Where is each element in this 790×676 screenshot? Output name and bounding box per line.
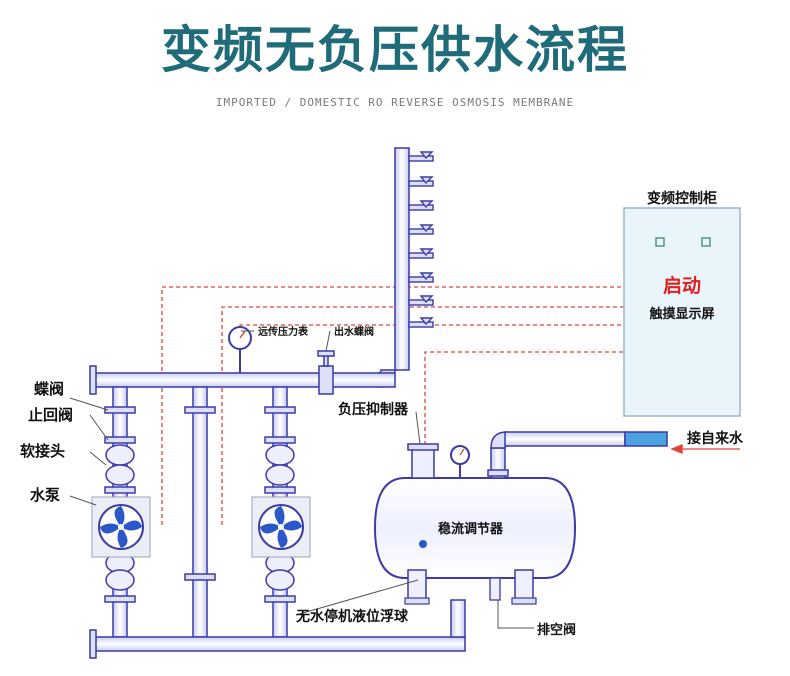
pump-2 <box>251 496 311 558</box>
page-title: 变频无负压供水流程 <box>161 21 629 79</box>
signal-line-pump-1 <box>161 286 625 525</box>
arrow-left-icon <box>670 444 740 454</box>
label-outlet-valve: 出水蝶阀 <box>334 325 374 338</box>
label-check-valve: 止回阀 <box>28 406 73 424</box>
tank-gauge-icon <box>450 445 470 478</box>
tap-5 <box>408 248 434 259</box>
pump-fan-icon <box>260 506 302 548</box>
cabinet-title: 变频控制柜 <box>647 190 717 207</box>
label-suppressor: 负压抑制器 <box>338 401 409 418</box>
pump-1 <box>91 496 151 558</box>
cabinet-screen-label: 触摸显示屏 <box>648 306 714 322</box>
tap-3 <box>408 200 434 211</box>
label-soft-joint: 软接头 <box>20 442 65 460</box>
bypass-pipe <box>184 386 216 638</box>
inlet-pipe <box>487 431 668 479</box>
tap-8 <box>408 317 434 328</box>
stabilizer-tank <box>373 477 577 605</box>
label-float: 无水停机液位浮球 <box>295 608 409 625</box>
signal-line-suppressor <box>424 351 625 445</box>
control-cabinet <box>623 207 741 417</box>
tap-4 <box>408 224 434 235</box>
label-pump: 水泵 <box>30 486 60 504</box>
tap-7 <box>408 295 434 306</box>
signal-line-gauge <box>239 324 625 340</box>
outlet-valve <box>317 350 335 395</box>
signal-line-pump-2 <box>221 306 625 525</box>
tap-6 <box>408 272 434 283</box>
riser-taps <box>408 151 434 328</box>
label-butterfly-valve: 蝶阀 <box>34 380 64 398</box>
suction-header <box>89 599 466 659</box>
tap-1 <box>408 151 434 162</box>
leader-lines <box>69 330 534 629</box>
page-subtitle: IMPORTED / DOMESTIC RO REVERSE OSMOSIS M… <box>215 96 575 109</box>
label-tank: 稳流调节器 <box>438 521 504 537</box>
cabinet-start-label: 启动 <box>663 274 701 297</box>
tap-2 <box>408 176 434 187</box>
pump-fan-icon <box>100 506 142 548</box>
label-remote-gauge: 远传压力表 <box>258 325 309 338</box>
label-drain: 排空阀 <box>537 622 576 638</box>
riser-pipe <box>89 147 410 395</box>
pressure-gauge-icon <box>228 326 252 373</box>
label-tap-water: 接自来水 <box>687 430 744 447</box>
pressure-suppressor <box>407 443 439 479</box>
